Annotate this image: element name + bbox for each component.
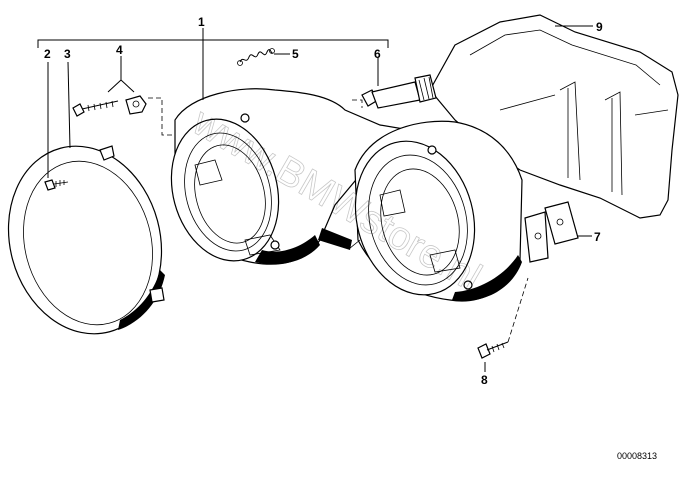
leader-lines (47, 25, 593, 372)
part-bracket-7 (524, 201, 579, 263)
callout-9: 9 (596, 20, 603, 34)
callout-8: 8 (481, 373, 488, 387)
callout-7: 7 (594, 230, 601, 244)
part-screw-8 (477, 277, 529, 359)
callout-4: 4 (116, 43, 123, 57)
callout-3: 3 (64, 47, 71, 61)
callout-1: 1 (198, 15, 205, 29)
part-instrument-housing (170, 88, 523, 302)
callout-2: 2 (44, 47, 51, 61)
callout-6: 6 (374, 47, 381, 61)
callout-5: 5 (292, 47, 299, 61)
group-bracket (37, 28, 389, 48)
part-socket-6 (352, 74, 437, 109)
part-screw-2 (44, 179, 69, 191)
part-spring-5 (237, 48, 275, 66)
part-trim-ring (7, 145, 165, 335)
reference-number: 00008313 (617, 451, 657, 461)
part-screw-clamp-4 (72, 95, 175, 136)
